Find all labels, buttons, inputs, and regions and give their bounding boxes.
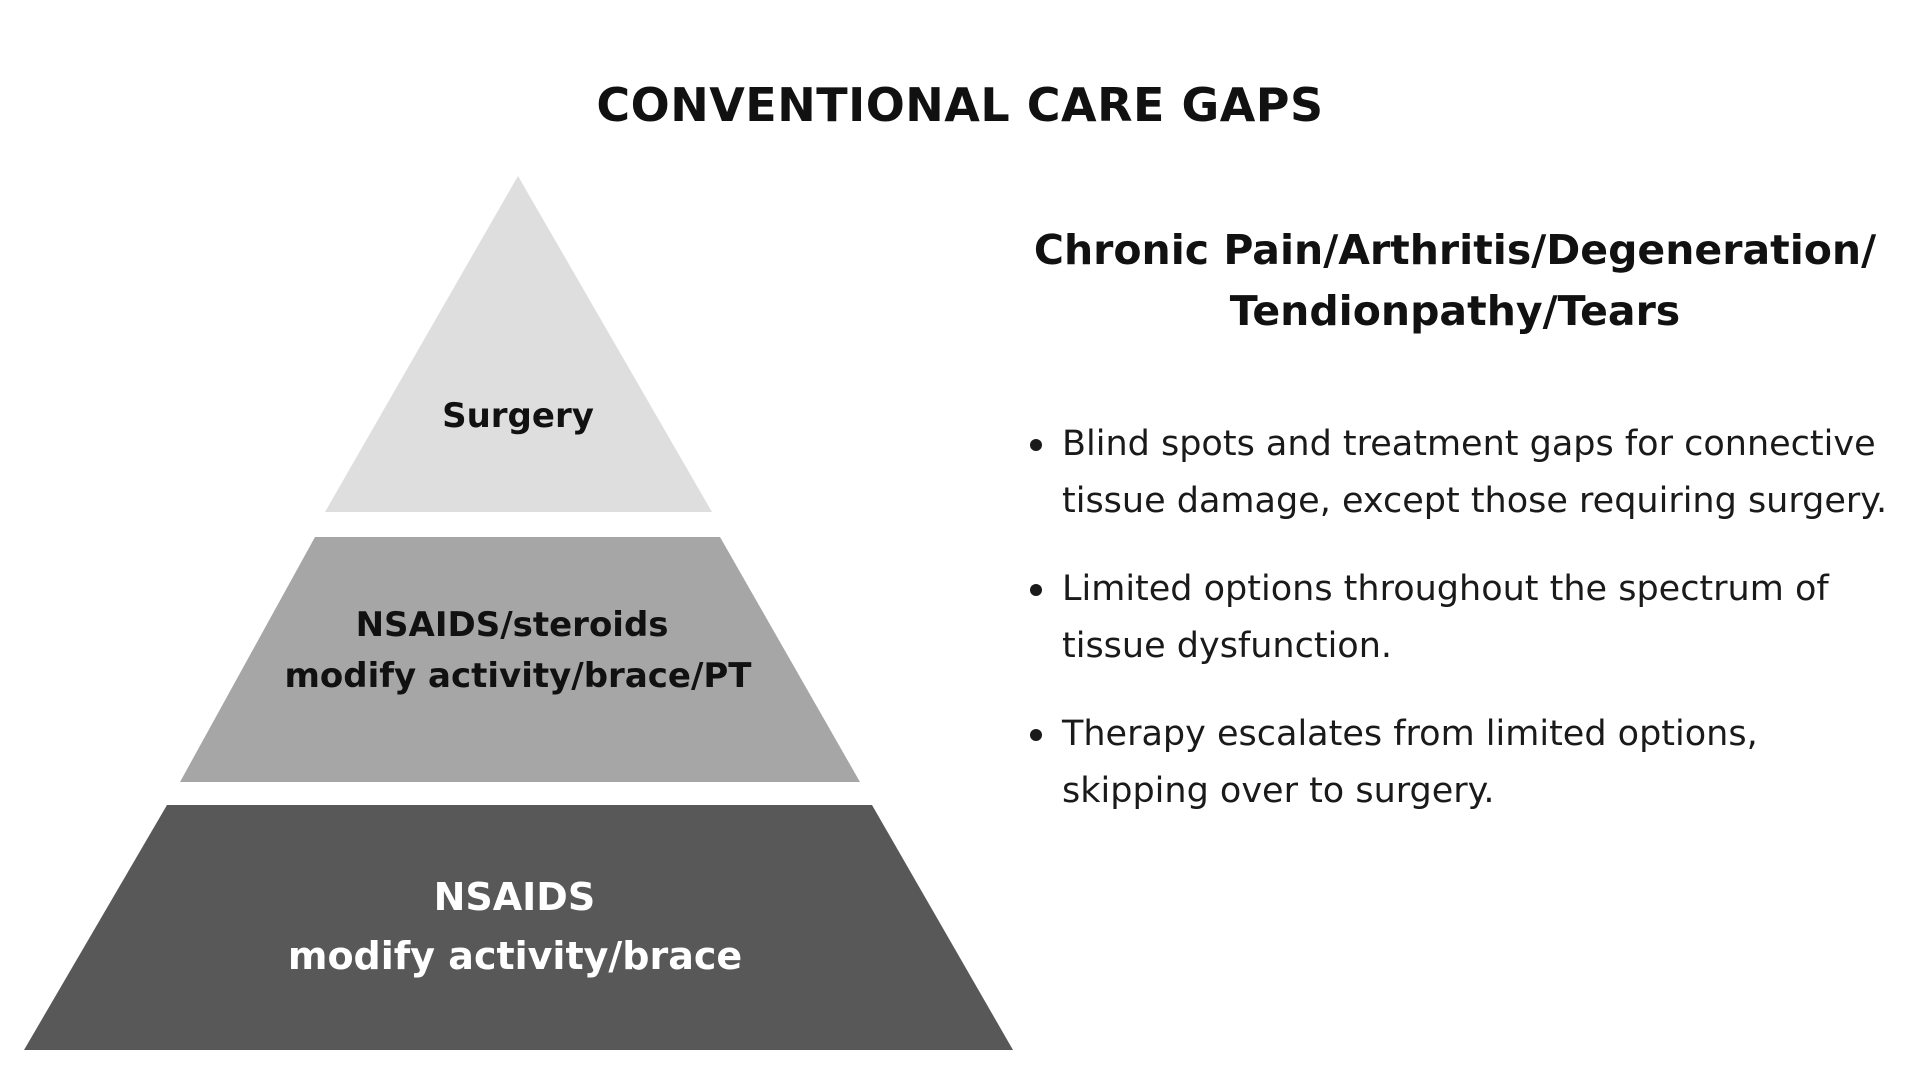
bullet-dot-icon: [1030, 729, 1042, 741]
pyramid-tier-middle: [180, 537, 860, 782]
pyramid-tier-top: [325, 176, 712, 512]
bullet-text: Limited options throughout the spectrum …: [1062, 569, 1829, 666]
page-title: CONVENTIONAL CARE GAPS: [596, 78, 1324, 132]
pyramid-diagram: Surgery NSAIDS/steroids modify activity/…: [24, 176, 1013, 1050]
bullet-dot-icon: [1030, 439, 1042, 451]
condition-heading-line-2: Tendionpathy/Tears: [1229, 287, 1681, 335]
pyramid-tier-bottom-label: NSAIDS modify activity/brace: [288, 875, 742, 978]
bullet-dot-icon: [1030, 584, 1042, 596]
tier-bottom-line-1: NSAIDS: [434, 875, 596, 919]
bullet-list: Blind spots and treatment gaps for conne…: [990, 416, 1890, 820]
condition-heading-line-1: Chronic Pain/Arthritis/Degeneration/: [1033, 226, 1877, 274]
pyramid-tier-middle-label: NSAIDS/steroids modify activity/brace/PT: [284, 605, 752, 696]
bullet-item: Blind spots and treatment gaps for conne…: [1030, 416, 1890, 530]
bullet-text: Blind spots and treatment gaps for conne…: [1062, 424, 1888, 521]
condition-heading: Chronic Pain/Arthritis/Degeneration/ Ten…: [990, 220, 1890, 342]
tier-bottom-line-2: modify activity/brace: [288, 934, 742, 978]
tier-top-line-1: Surgery: [442, 396, 594, 436]
pyramid-tier-bottom: [24, 805, 1013, 1050]
bullet-item: Limited options throughout the spectrum …: [1030, 561, 1890, 675]
tier-middle-line-2: modify activity/brace/PT: [284, 656, 752, 696]
bullet-item: Therapy escalates from limited options, …: [1030, 706, 1890, 820]
tier-middle-line-1: NSAIDS/steroids: [356, 605, 669, 645]
bullet-text: Therapy escalates from limited options, …: [1062, 714, 1758, 811]
pyramid-tier-top-label: Surgery: [442, 396, 594, 436]
right-panel: Chronic Pain/Arthritis/Degeneration/ Ten…: [990, 220, 1890, 851]
